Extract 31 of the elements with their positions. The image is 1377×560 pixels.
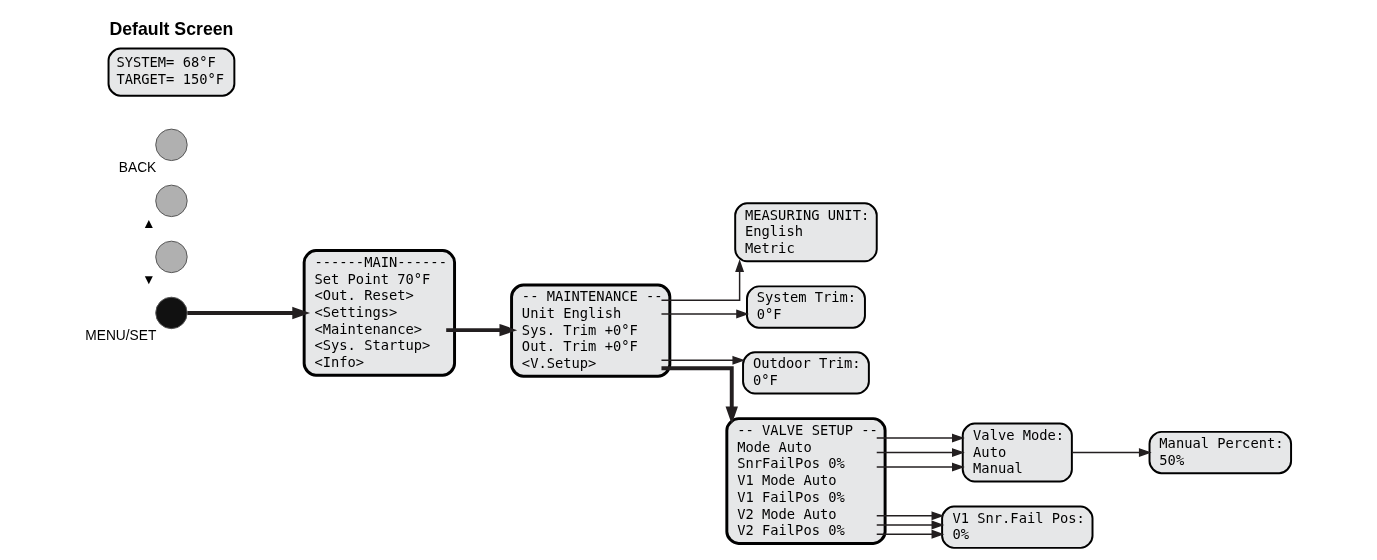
arrow (876, 520, 945, 530)
node-box: V1 Snr.Fail Pos: 0% (941, 505, 1094, 549)
arrow (661, 366, 738, 425)
node-box: System Trim: 0°F (746, 285, 866, 329)
arrow (1071, 448, 1152, 457)
node-box: Manual Percent: 50% (1148, 430, 1293, 475)
node-label: ▲ (142, 215, 156, 231)
node-circle (155, 184, 188, 218)
node-label: MENU/SET (85, 327, 157, 343)
node-circle (155, 128, 188, 162)
node-box: Valve Mode: Auto Manual (961, 422, 1073, 483)
node-box: MEASURING UNIT: English Metric (734, 202, 878, 263)
node-label: BACK (118, 159, 157, 175)
arrow (446, 323, 518, 337)
arrow (660, 259, 745, 301)
node-label: ▼ (142, 271, 156, 287)
node-box: -- MAINTENANCE -- Unit English Sys. Trim +0°F Out. Trim +0°F <V.Setup> (510, 283, 672, 378)
node-box: Outdoor Trim: 0°F (742, 351, 870, 395)
node-circle (155, 296, 188, 330)
arrow (876, 448, 965, 457)
arrow (876, 462, 965, 472)
arrow (187, 306, 311, 320)
arrow (876, 511, 945, 521)
node-circle (155, 240, 188, 274)
arrow (660, 355, 746, 365)
node-box: -- VALVE SETUP -- Mode Auto SnrFailPos 0% V1 Mode Auto V1 FailPos 0% V2 Mode Auto V2 FailPos 0% (725, 417, 887, 545)
node-label: Default Screen (109, 19, 234, 40)
arrow (660, 309, 749, 319)
node-box: ------MAIN------ Set Point 70°F <Out. Reset> <Settings> <Maintenance> <Sys. Startup> <Info> (302, 249, 457, 377)
arrow (876, 529, 945, 539)
arrow (876, 433, 965, 443)
